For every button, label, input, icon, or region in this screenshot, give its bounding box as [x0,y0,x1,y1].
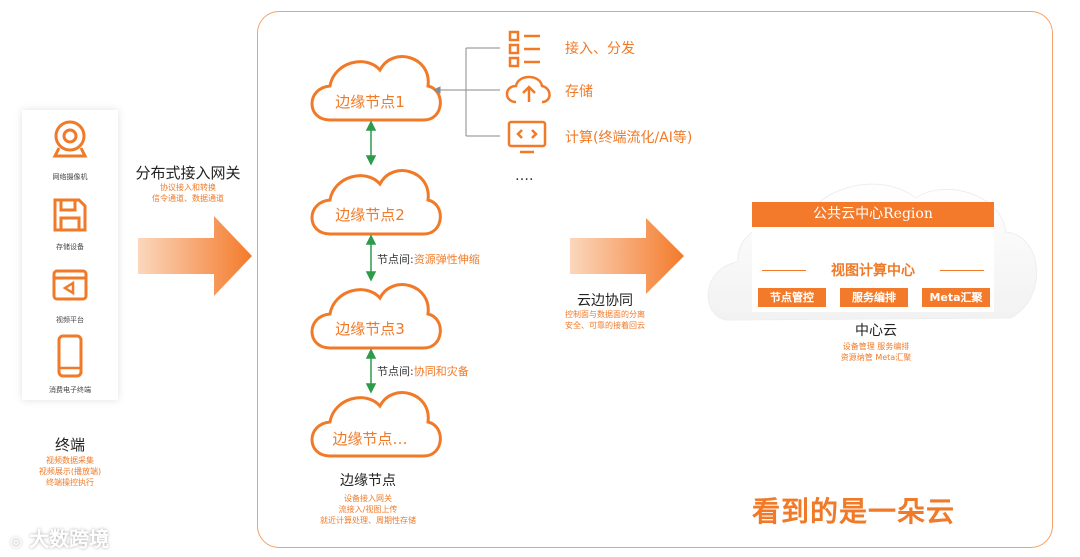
device-label-video-platform: 视频平台 [56,316,84,324]
node-link-3-more [365,348,377,394]
edge-cloud-1 [310,55,442,122]
edge-node-label: 边缘节点… [332,430,408,448]
watermark-logo-icon: ◎ [10,534,23,550]
collab-desc-line: 安全、可靠的接着回云 [565,321,645,330]
edge-desc-line: 流接入/视图上传 [338,505,398,514]
edge-cloud-more [310,391,442,458]
gateway-desc-line: 信令通道、数据通道 [152,194,224,203]
platform-divider-left [762,270,806,271]
edge-title: 边缘节点 [340,473,396,489]
service-compute-label: 计算(终端流化/AI等) [565,130,693,146]
terminal-desc-line: 视频数据采集 [46,456,94,465]
region-header: 公共云中心Region [752,202,994,227]
device-label-storage: 存储设备 [56,243,84,251]
meta-aggregation-button: Meta汇聚 [922,288,990,307]
link-prefix: 节点间: [377,365,414,378]
collab-arrow [570,218,684,294]
service-ellipsis: …. [515,168,534,184]
center-desc-line: 资源纳管 Meta汇聚 [840,353,912,362]
ai-icon: Ai [928,241,940,255]
video-platform-icon [52,269,88,301]
collab-title: 云边协同 [577,293,633,309]
platform-title: 视图计算中心 [831,263,915,279]
edge-cloud-3 [310,283,442,350]
link-label-elastic: 节点间:资源弹性伸缩 [377,251,480,267]
edge-node-label: 边缘节点1 [335,93,405,111]
cloud-upload-icon [505,75,551,104]
center-desc-line: 设备管理 服务编排 [842,342,910,351]
edge-node-label: 边缘节点2 [335,206,405,224]
gateway-desc-line: 协议接入和转换 [160,183,216,192]
gateway-title: 分布式接入网关 [135,164,241,182]
node-link-2-3 [365,234,377,282]
collab-desc-line: 控制面与数据面的分离 [565,310,645,319]
code-monitor-icon [507,120,547,154]
edge-desc: 设备接入网关 流接入/视图上传 就近计算处理、周期性存储 [288,493,448,526]
center-cloud-title: 中心云 [855,323,897,339]
center-cloud-desc: 设备管理 服务编排 资源纳管 Meta汇聚 [810,341,942,363]
list-icon [508,30,540,68]
link-value: 协同和灾备 [413,365,469,378]
webcam-icon [52,120,88,158]
edge-desc-line: 就近计算处理、周期性存储 [320,516,416,525]
service-orchestration-button: 服务编排 [840,288,908,307]
link-value: 资源弹性伸缩 [413,253,480,266]
slogan: 看到的是一朵云 [752,495,956,528]
platform-divider-right [940,270,984,271]
device-label-webcam: 网络摄像机 [52,173,88,181]
link-label-backup: 节点间:协同和灾备 [377,363,469,379]
service-bracket [432,47,500,137]
link-prefix: 节点间: [377,253,414,266]
edge-desc-line: 设备接入网关 [344,494,392,503]
terminal-desc: 视频数据采集 视频展示(播放端) 终端操控执行 [22,455,118,488]
storage-icon [53,198,87,232]
edge-cloud-frame [257,11,1053,548]
service-storage-label: 存储 [565,84,593,100]
terminal-title: 终端 [54,436,85,454]
phone-icon [57,334,83,378]
gateway-arrow [138,216,252,296]
device-label-phone: 消费电子终端 [49,386,91,394]
node-control-button: 节点管控 [758,288,826,307]
terminal-desc-line: 终端操控执行 [46,478,94,487]
terminal-device-panel: 网络摄像机 存储设备 视频平台 消费电子终端 [22,110,118,400]
watermark-text: 大数跨境 [29,527,110,551]
gateway-desc: 协议接入和转换 信令通道、数据通道 [128,182,248,204]
watermark: ◎ 大数跨境 [10,523,109,552]
node-link-1-2 [365,120,377,166]
collab-desc: 控制面与数据面的分离 安全、可靠的接着回云 [548,309,662,331]
edge-cloud-2 [310,169,442,236]
edge-node-label: 边缘节点3 [335,320,405,338]
terminal-desc-line: 视频展示(播放端) [38,467,102,476]
service-access-label: 接入、分发 [565,41,635,57]
